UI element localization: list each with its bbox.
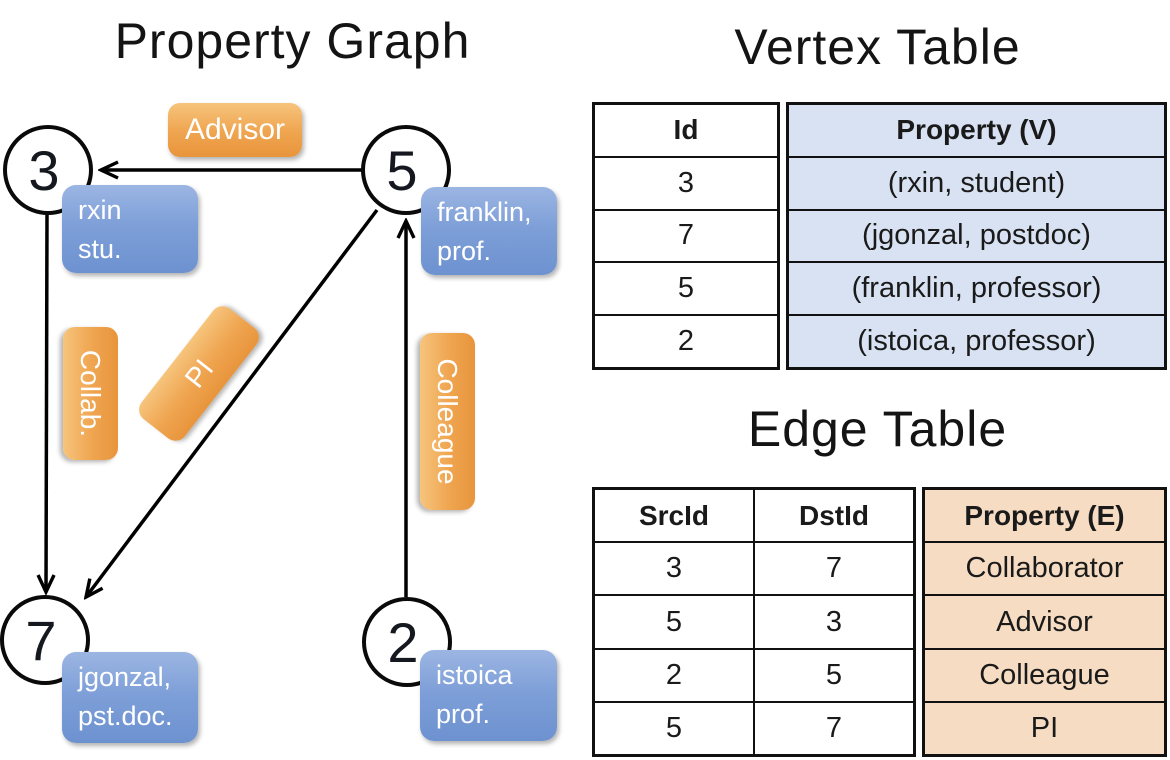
vertex-table-property-cell: (jgonzal, postdoc) (789, 211, 1164, 264)
vertex-box-line: jgonzal, (78, 662, 172, 692)
vertex-box-line: pst.doc. (78, 701, 173, 732)
vertex-table-id-column: Id 3 7 5 2 (592, 102, 780, 370)
edge-table-srcid-cell: 5 (665, 711, 683, 744)
vertex-table-property-column: Property (V) (rxin, student) (jgonzal, p… (786, 102, 1167, 370)
vertex-table-id-cell: 5 (595, 263, 777, 317)
edge-table-srcid-column: SrcId 3 5 2 5 (595, 490, 755, 754)
graph-node-5: 5 (361, 125, 451, 215)
graph-edges-canvas (0, 0, 585, 760)
edge-table-dstid-cell: 3 (755, 596, 913, 650)
edge-table-property-cell: Collaborator (925, 543, 1164, 597)
edge-table-srcid-cell: 2 (595, 650, 753, 703)
edge-table-property-cell: PI (1030, 711, 1059, 744)
vertex-property-box-jgonzal: jgonzal, pst.doc. (62, 652, 198, 743)
edge-label-collab: Collab. (63, 327, 118, 460)
edge-collab-line (46, 213, 47, 592)
vertex-property-box-istoica: istoica prof. (420, 650, 557, 741)
edge-label-colleague: Colleague (420, 333, 475, 510)
vertex-table-property-cell: (istoica, professor) (857, 325, 1096, 358)
edge-table-dstid-cell: 5 (755, 650, 913, 703)
edge-table-property-cell: Colleague (925, 650, 1164, 703)
vertex-table-id-cell: 3 (595, 158, 777, 211)
node-5-id: 5 (386, 138, 418, 202)
vertex-box-line: franklin, (437, 197, 532, 227)
edge-table-srcid-cell: 5 (595, 596, 753, 650)
property-graph-pane: Property Graph 3 5 7 2 rxin stu. frankli… (0, 0, 585, 760)
vertex-property-box-rxin: rxin stu. (62, 185, 198, 273)
vertex-table-header-property: Property (V) (789, 105, 1164, 158)
edge-table-header-srcid: SrcId (595, 490, 753, 544)
edge-table-header-dstid: DstId (755, 490, 913, 544)
edge-table-dstid-cell: 7 (825, 711, 843, 744)
edge-table-srcid-cell: 3 (595, 543, 753, 597)
vertex-table-property-cell: (rxin, student) (789, 158, 1164, 211)
vertex-table-header-id: Id (595, 105, 777, 158)
edge-label-advisor: Advisor (168, 103, 302, 157)
edge-table-property-column: Property (E) Collaborator Advisor Collea… (922, 487, 1167, 757)
vertex-property-box-franklin: franklin, prof. (421, 187, 557, 275)
vertex-box-line: prof. (437, 236, 492, 267)
graph-node-2: 2 (362, 597, 452, 687)
vertex-table-id-cell: 2 (677, 325, 695, 358)
edge-table-header-property: Property (E) (925, 490, 1164, 544)
edge-table-title: Edge Table (747, 401, 1008, 457)
node-2-id: 2 (387, 610, 419, 674)
property-graph-title: Property Graph (114, 13, 471, 69)
vertex-table-property-cell: (franklin, professor) (789, 263, 1164, 317)
vertex-box-line: istoica (436, 660, 513, 690)
vertex-table-title: Vertex Table (734, 19, 1021, 75)
edge-table-dstid-cell: 7 (755, 543, 913, 597)
edge-table-property-cell: Advisor (925, 596, 1164, 650)
edge-pi-line (86, 208, 379, 597)
vertex-box-line: prof. (436, 699, 491, 730)
edge-table-dstid-column: DstId 7 3 5 7 (755, 490, 913, 754)
node-3-id: 3 (28, 138, 60, 202)
edge-table-id-columns: SrcId 3 5 2 5 DstId 7 3 5 7 (592, 487, 916, 757)
vertex-box-line: rxin (78, 195, 122, 225)
vertex-table-id-cell: 7 (595, 211, 777, 264)
vertex-box-line: stu. (78, 234, 122, 265)
node-7-id: 7 (25, 608, 57, 672)
